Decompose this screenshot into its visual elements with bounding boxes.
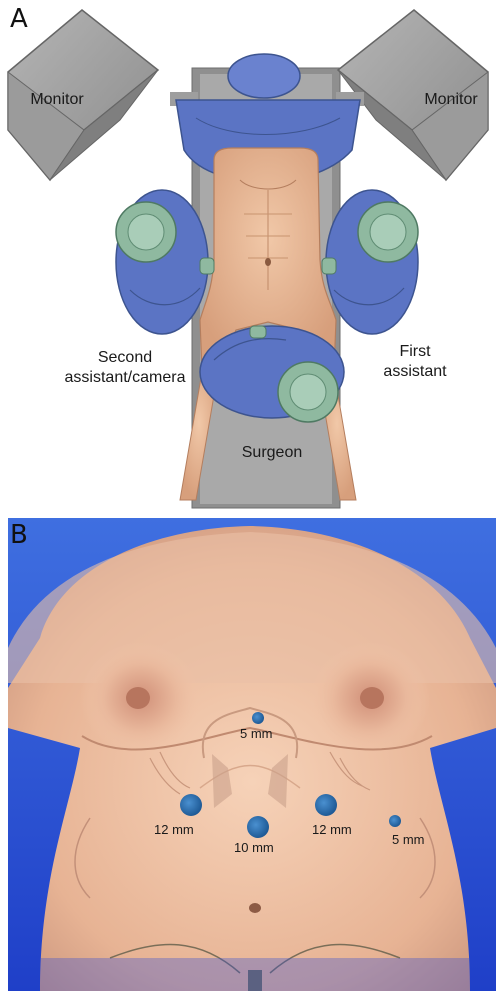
port-epigastric-5mm [252, 712, 264, 724]
panel-b-letter: B [10, 520, 28, 550]
or-setup-illustration [0, 0, 496, 518]
first-assistant-label-line1: First [370, 342, 460, 362]
first-assistant-label: First assistant [370, 342, 460, 382]
first-assistant-label-line2: assistant [370, 362, 460, 382]
monitor-right-label: Monitor [416, 90, 486, 110]
port-label-left-12: 12 mm [154, 822, 194, 837]
port-left-12mm [180, 794, 202, 816]
panel-a-letter: A [10, 4, 28, 34]
monitor-left-label: Monitor [22, 90, 92, 110]
port-camera-10mm [247, 816, 269, 838]
second-assistant-label-line1: Second [60, 348, 190, 368]
panel-b-port-placement: B 5 mm 12 mm 10 mm 12 mm 5 mm [0, 518, 496, 991]
port-label-camera-10: 10 mm [234, 840, 274, 855]
second-assistant-label: Second assistant/camera [60, 348, 190, 388]
port-label-epigastric: 5 mm [240, 726, 273, 741]
port-label-lateral-5: 5 mm [392, 832, 425, 847]
surgeon-label: Surgeon [232, 443, 312, 463]
torso [8, 526, 496, 991]
port-label-right-12: 12 mm [312, 822, 352, 837]
panel-a-or-setup: A Monitor Monitor Second assistant/camer… [0, 0, 496, 518]
port-lateral-5mm [389, 815, 401, 827]
port-right-12mm [315, 794, 337, 816]
abdomen-port-illustration [0, 518, 496, 991]
second-assistant-label-line2: assistant/camera [60, 368, 190, 388]
